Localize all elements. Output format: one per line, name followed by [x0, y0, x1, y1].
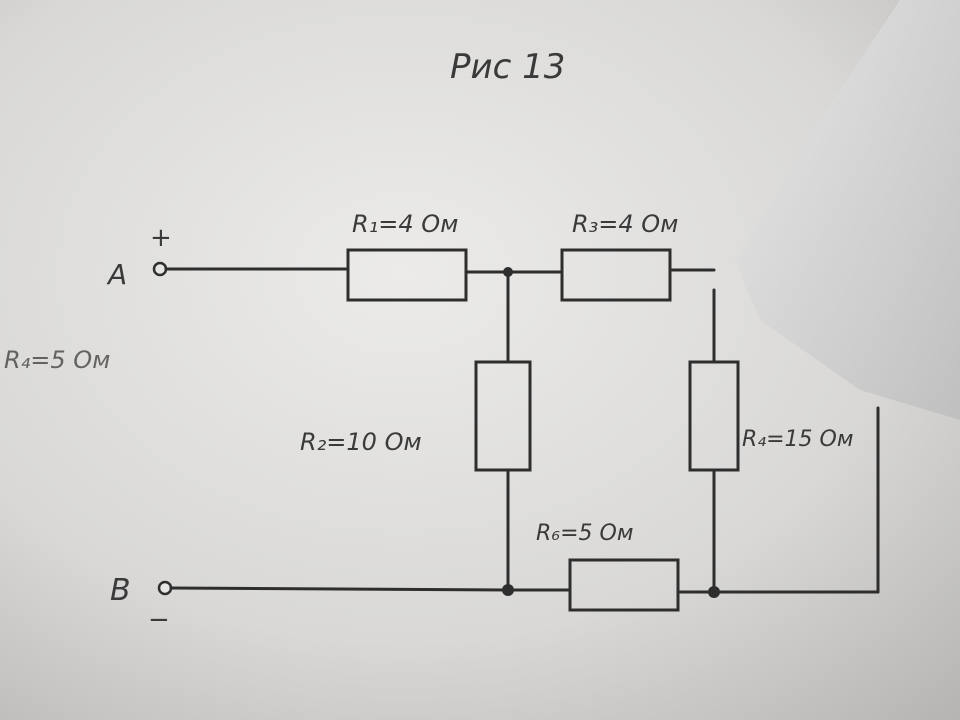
resistor-r6-label: R₆=5 Ом [536, 521, 633, 546]
terminal-a-polarity: + [150, 223, 172, 253]
terminal-b [157, 580, 173, 596]
resistor-r2 [474, 360, 532, 472]
wire-b-to-node2 [169, 586, 510, 592]
margin-note: R₄=5 Ом [4, 346, 110, 374]
terminal-a-label: A [106, 258, 127, 291]
terminal-b-label: B [110, 573, 131, 608]
resistor-r4-label: R₄=15 Ом [742, 427, 853, 452]
paper-fold [735, 0, 960, 420]
resistor-r6 [568, 558, 680, 612]
resistor-r3 [560, 248, 672, 302]
terminal-a [152, 261, 168, 277]
figure-title: Рис 13 [450, 47, 565, 87]
resistor-r1-label: R₁=4 Ом [352, 210, 458, 238]
terminal-b-polarity: − [148, 605, 170, 635]
resistor-r2-label: R₂=10 Ом [300, 428, 422, 456]
resistor-r1 [346, 248, 468, 302]
resistor-r3-label: R₃=4 Ом [572, 210, 678, 238]
